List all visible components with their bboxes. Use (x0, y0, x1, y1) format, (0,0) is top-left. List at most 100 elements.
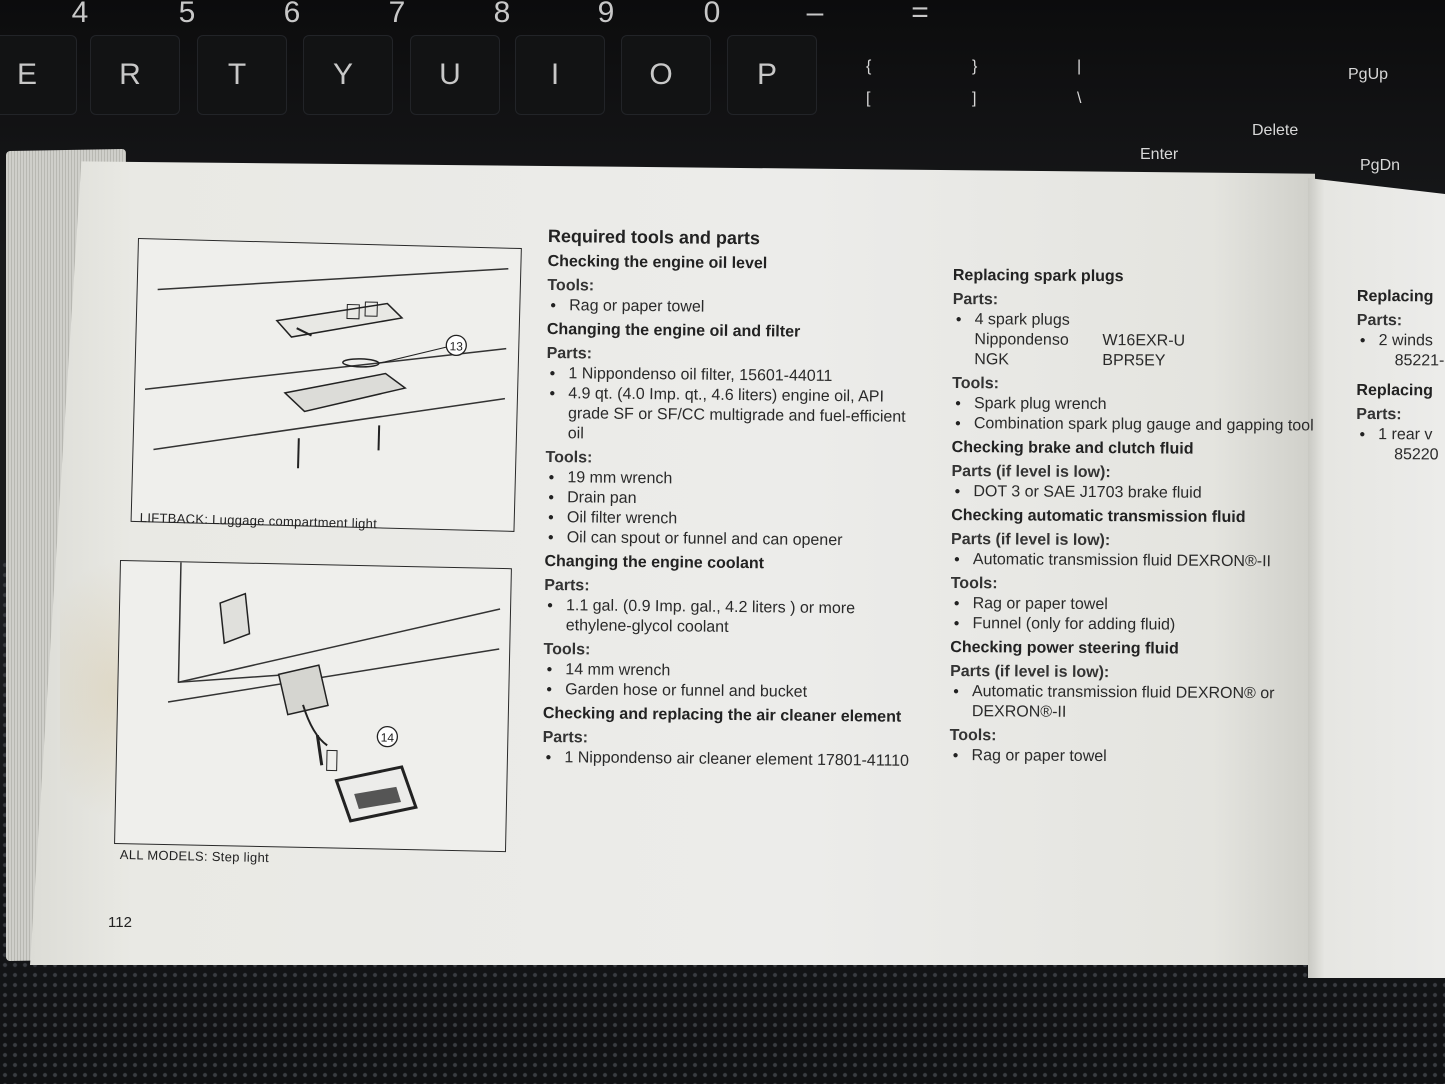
group-label: Parts (if level is low): (950, 662, 1110, 682)
list-item: 1 Nippondenso air cleaner element 17801-… (542, 748, 922, 772)
bullet-list: DOT 3 or SAE J1703 brake fluid (951, 482, 1321, 505)
spark-plug-code: BPR5EY (1102, 352, 1166, 370)
key-0: 4 (71, 0, 89, 29)
list-item: 4 spark plugs (953, 310, 1323, 333)
list-item: Garden hose or funnel and bucket (543, 680, 923, 704)
key-7: – (806, 0, 824, 29)
bullet-list: Automatic transmission fluid DEXRON® or … (950, 682, 1320, 725)
section-heading: Required tools and parts (547, 226, 761, 249)
list-item: Rag or paper towel (547, 296, 927, 320)
step-light-illustration: 14 (167, 562, 501, 823)
list-item: Automatic transmission fluid DEXRON® or … (950, 682, 1320, 725)
group-label: Tools: (949, 726, 997, 745)
group-label: Tools: (950, 574, 998, 593)
figure-caption-step: ALL MODELS: Step light (119, 847, 270, 866)
list-item: Rag or paper towel (949, 746, 1319, 769)
key-letter-r: R (119, 58, 141, 91)
keycap (621, 35, 711, 115)
key-letter-e: E (16, 58, 37, 91)
key-pgdn: PgDn (1360, 157, 1401, 174)
bullet-list: 1 Nippondenso air cleaner element 17801-… (542, 748, 922, 772)
key-1: 5 (178, 0, 196, 29)
section-title: Replacing (1356, 287, 1434, 306)
section-title: Checking and replacing the air cleaner e… (542, 704, 902, 726)
figure-luggage-light: 13 (130, 238, 522, 532)
group-label: Parts: (1356, 311, 1403, 330)
page-number: 112 (108, 914, 132, 931)
key-letter-t: T (227, 58, 247, 91)
key-pipe-1: \ (1077, 90, 1082, 107)
list-item: Automatic transmission fluid DEXRON®-II (951, 550, 1321, 573)
key-bracket_open-0: { (866, 58, 872, 75)
group-label: Parts: (1356, 405, 1402, 424)
bullet-list: Automatic transmission fluid DEXRON®-II (951, 550, 1321, 573)
spark-plug-row: NGK BPR5EY (952, 350, 1322, 373)
list-item: DOT 3 or SAE J1703 brake fluid (951, 482, 1321, 505)
section-title: Changing the engine oil and filter (546, 320, 801, 341)
key-4: 8 (493, 0, 511, 29)
key-letter-o: O (649, 58, 673, 91)
list-item: 4.9 qt. (4.0 Imp. qt., 4.6 liters) engin… (546, 384, 927, 448)
bullet-list: 1.1 gal. (0.9 Imp. gal., 4.2 liters ) or… (544, 596, 924, 640)
manual-next-page (1308, 178, 1445, 978)
bullet-list: 1 Nippondenso oil filter, 15601-440114.9… (546, 364, 927, 448)
figure-step-light: 14 (114, 560, 512, 853)
key-letter-p: P (756, 58, 777, 91)
keycap (0, 35, 77, 115)
bullet-list: 4 spark plugs (953, 310, 1323, 333)
key-6: 0 (703, 0, 721, 29)
list-item: 1.1 gal. (0.9 Imp. gal., 4.2 liters ) or… (544, 596, 924, 640)
key-2: 6 (283, 0, 301, 29)
spark-plug-brand: NGK (974, 351, 1010, 369)
spark-plug-code: W16EXR-U (1102, 332, 1186, 350)
section-title: Checking brake and clutch fluid (951, 438, 1194, 458)
list-item: 1 rear v (1356, 425, 1444, 445)
section-title: Checking power steering fluid (950, 638, 1179, 658)
figure-callout-13: 13 (449, 339, 463, 353)
list-item: Spark plug wrench (952, 394, 1322, 417)
figure-callout-14: 14 (381, 730, 395, 744)
section-title: Replacing (1356, 381, 1433, 400)
continuation-text: 85220 (1394, 446, 1439, 464)
key-5: 9 (597, 0, 615, 29)
bullet-list: Rag or paper towel (547, 296, 927, 320)
list-item: Rag or paper towel (951, 594, 1321, 617)
key-bracket_close-1: ] (972, 90, 977, 107)
key-bracket_open-1: [ (866, 90, 871, 107)
section-title: Replacing spark plugs (952, 266, 1124, 286)
key-pipe-0: | (1077, 58, 1082, 75)
list-item: Oil can spout or funnel and can opener (545, 528, 925, 552)
key-enter-partial: Enter (1140, 146, 1179, 163)
key-letter-y: Y (332, 58, 353, 91)
keycap (197, 35, 287, 115)
bullet-list: Rag or paper towel (949, 746, 1319, 769)
keycap (727, 35, 817, 115)
key-bracket_close-0: } (972, 58, 978, 75)
group-label: Parts (if level is low): (951, 462, 1111, 482)
section-title: Checking the engine oil level (547, 252, 768, 273)
key-letter-u: U (439, 58, 461, 91)
continuation-text: 85221- (1394, 352, 1445, 370)
bullet-list: Spark plug wrenchCombination spark plug … (952, 394, 1322, 437)
key-pgup: PgUp (1348, 66, 1389, 83)
group-label: Parts (if level is low): (951, 530, 1111, 550)
group-label: Parts: (952, 290, 999, 309)
list-item: 2 winds (1357, 331, 1445, 351)
key-delete: Delete (1252, 122, 1299, 139)
keycap (90, 35, 180, 115)
list-item: Funnel (only for adding fluid) (950, 614, 1320, 637)
keycap (410, 35, 500, 115)
bullet-list: 1 rear v (1356, 425, 1444, 445)
key-3: 7 (388, 0, 406, 29)
section-title: Checking automatic transmission fluid (951, 506, 1246, 527)
luggage-light-illustration: 13 (144, 267, 509, 469)
key-letter-i: I (550, 58, 560, 91)
bullet-list: 14 mm wrenchGarden hose or funnel and bu… (543, 660, 923, 704)
group-label: Tools: (952, 374, 1000, 393)
section-title: Changing the engine coolant (544, 552, 765, 573)
bullet-list: 2 winds (1357, 331, 1445, 351)
